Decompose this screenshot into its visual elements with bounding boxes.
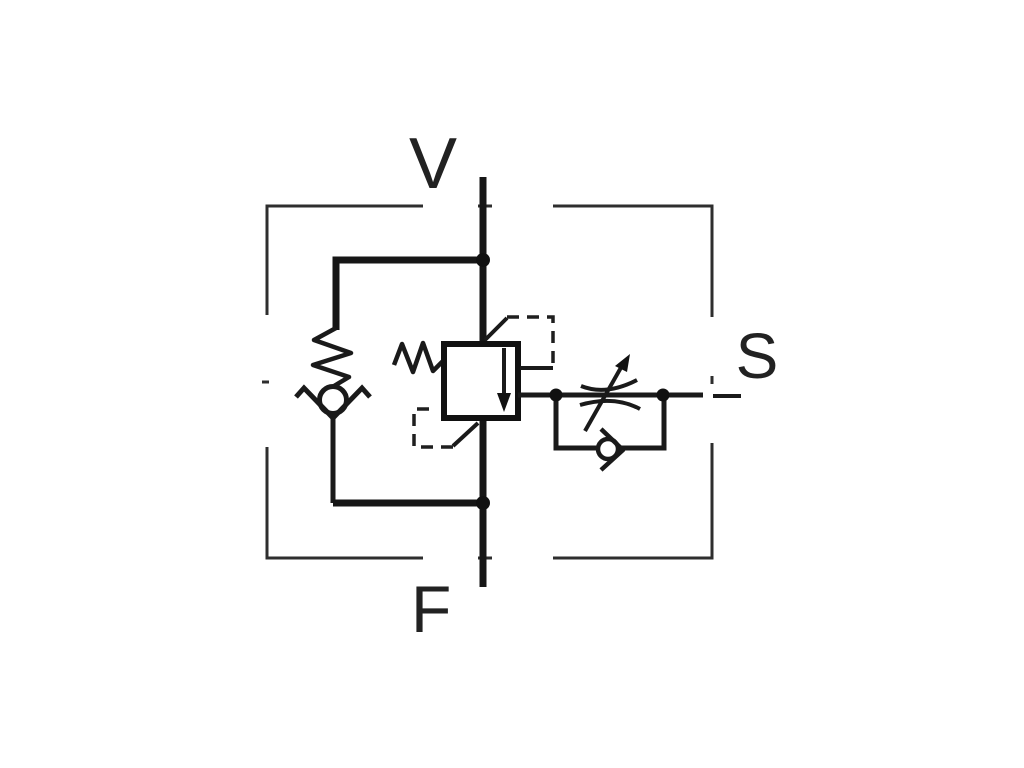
pilot-lower-diagonal xyxy=(451,421,480,448)
bypass-check-seat xyxy=(599,427,626,472)
valve-body xyxy=(441,341,521,421)
throttle-adjust-arrow xyxy=(583,363,625,432)
port-label-v: V xyxy=(409,124,457,204)
check-spring-zigzag xyxy=(310,326,354,388)
junction-dots-icon xyxy=(476,253,670,510)
variable-throttle-icon xyxy=(579,354,641,432)
bypass-check-valve-icon xyxy=(595,427,626,472)
pilot-line-lower-icon xyxy=(412,407,480,449)
enclosure-bottom-left xyxy=(265,447,423,560)
spring-loaded-check-valve-icon xyxy=(294,256,483,507)
check-seat xyxy=(294,384,372,422)
port-label-f: F xyxy=(411,572,451,646)
branch-top-line xyxy=(332,256,483,330)
enclosure-dashed-outline-icon xyxy=(262,204,714,560)
flow-arrowhead xyxy=(497,393,511,412)
junction-dot xyxy=(476,253,490,267)
bypass-check-ball xyxy=(595,436,621,462)
check-ball xyxy=(317,384,349,416)
pilot-upper-diagonal xyxy=(483,316,509,342)
compensator-spring xyxy=(391,340,446,375)
pressure-compensator-valve-icon xyxy=(391,340,521,421)
junction-dot xyxy=(656,388,670,402)
port-label-s: S xyxy=(736,320,779,392)
pilot-line-upper-icon xyxy=(483,315,555,370)
pilot-upper-dashed xyxy=(507,315,555,364)
junction-dot xyxy=(549,388,563,402)
throttle-arc-lower xyxy=(579,398,641,411)
junction-dot xyxy=(476,496,490,510)
pilot-lower-dashed xyxy=(412,407,453,449)
throttle-arrowhead xyxy=(615,354,630,372)
enclosure-bottom-right xyxy=(553,443,714,560)
enclosure-top-left xyxy=(265,204,423,315)
enclosure-top-right xyxy=(553,204,714,317)
